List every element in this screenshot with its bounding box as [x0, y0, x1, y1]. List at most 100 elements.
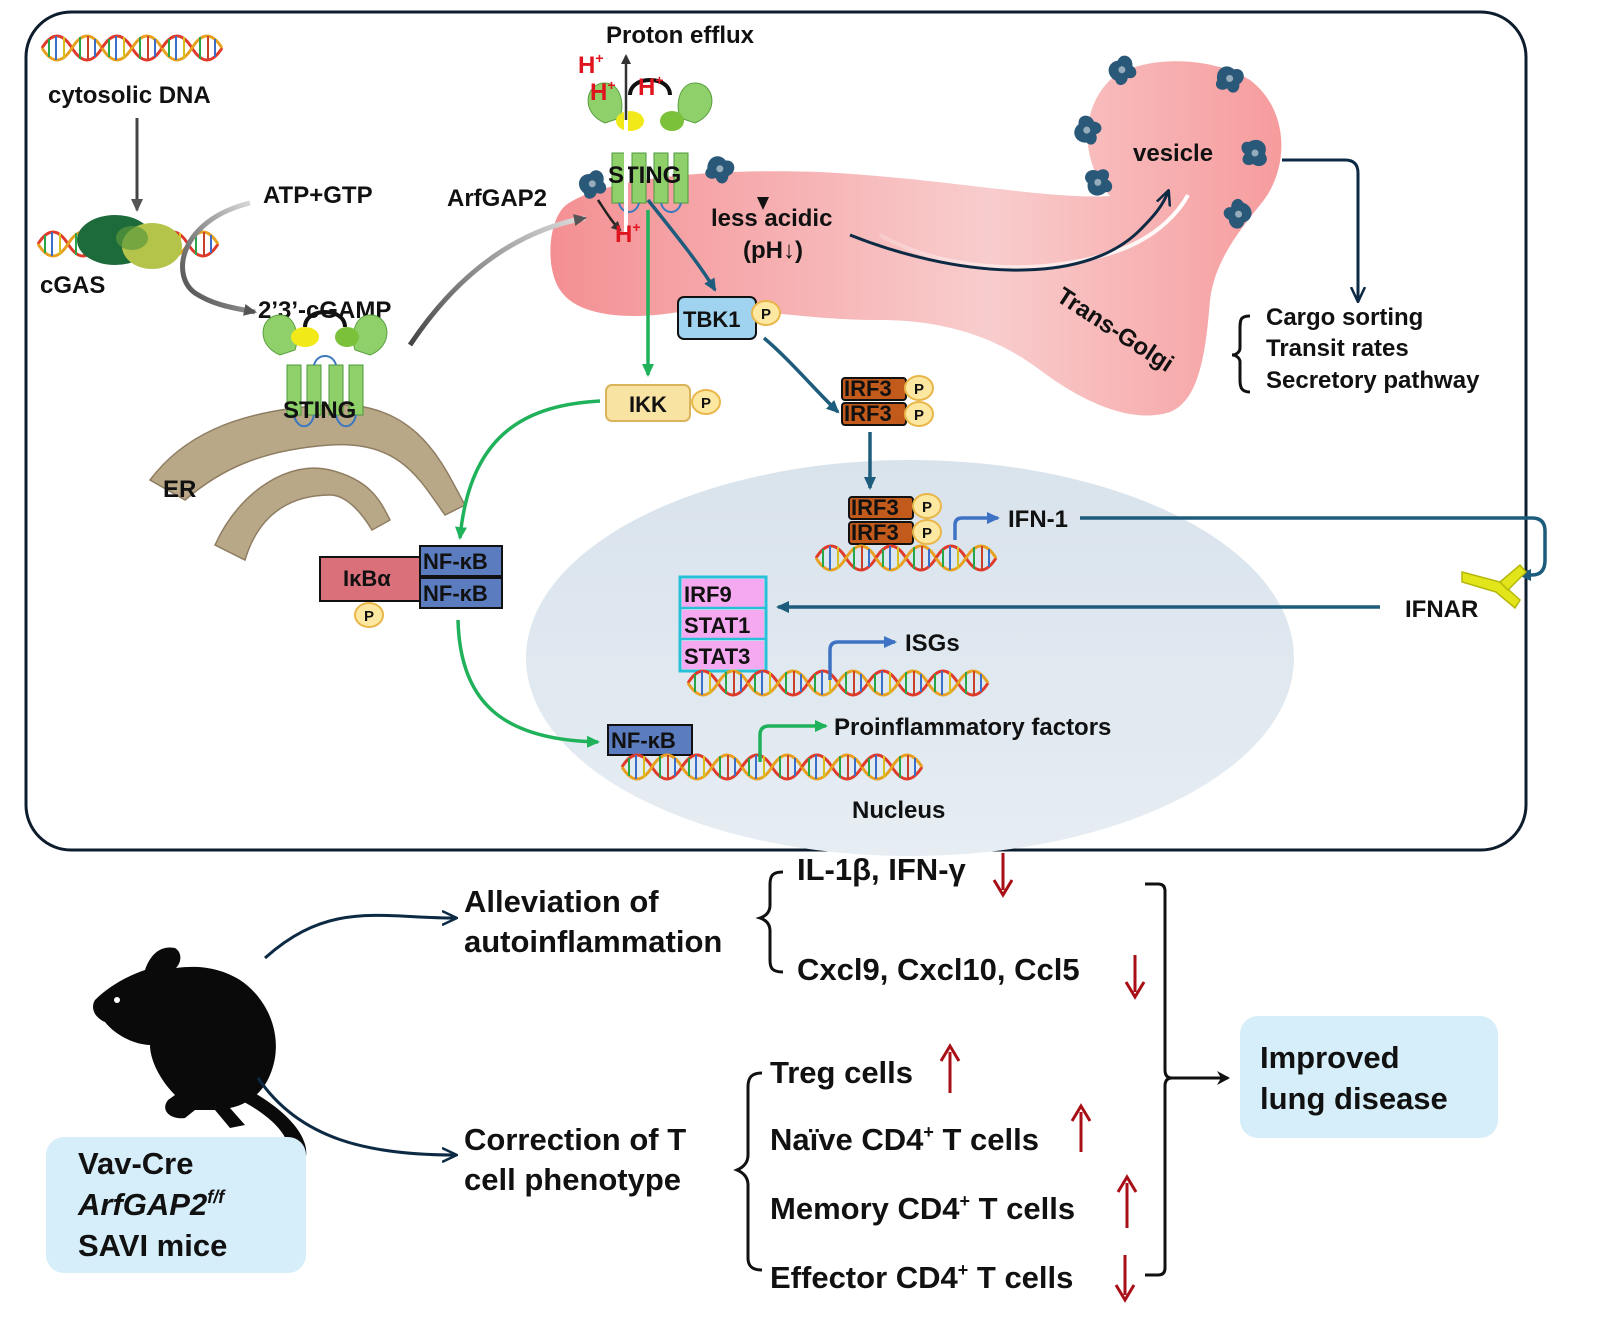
- svg-text:IRF3: IRF3: [851, 520, 899, 545]
- nfkb-nucleus-box: [607, 724, 693, 756]
- arrow-vesicle-to-cargo: [1282, 158, 1358, 300]
- svg-text:IRF3: IRF3: [844, 376, 892, 401]
- nfkb-box-2: [419, 577, 503, 609]
- svg-text:P: P: [701, 395, 711, 412]
- cargo-brace: [1231, 314, 1251, 394]
- correction-line1: Correction of T: [464, 1122, 686, 1157]
- arrow-nfkb-to-nucleus: [456, 619, 600, 748]
- phosphate-icon: P: [912, 493, 942, 519]
- sting-dimer-icon: [262, 310, 388, 428]
- arrow-to-alleviation: [264, 915, 455, 960]
- outcome-brace: [1145, 882, 1173, 1277]
- svg-text:P: P: [922, 499, 932, 516]
- er-label: ER: [163, 476, 196, 503]
- improved-line1: Improved: [1260, 1040, 1400, 1075]
- svg-text:P: P: [364, 608, 374, 625]
- phosphate-icon: P: [904, 375, 934, 401]
- treg-label: Treg cells: [770, 1055, 913, 1090]
- arrow-transcription-isgs: [828, 636, 897, 680]
- stat3-label: STAT3: [684, 644, 750, 669]
- arrow-to-vesicle: [849, 192, 1168, 272]
- nfkb-nucleus-label: NF-κB: [611, 728, 676, 753]
- cargo-sorting-label: Cargo sorting: [1266, 304, 1423, 331]
- nfkb-box-1: [419, 545, 503, 577]
- ifnar-receptor-icon: [1461, 563, 1528, 610]
- svg-text:H+: H+: [615, 219, 641, 248]
- ph-label: (pH↓): [743, 237, 803, 264]
- proinflammatory-label: Proinflammatory factors: [834, 714, 1111, 741]
- svg-text:P: P: [761, 306, 771, 323]
- arfgap2-label: ArfGAP2: [447, 185, 547, 212]
- isgf3-complex: IRF9 STAT1 STAT3: [678, 575, 768, 673]
- ifnar-label: IFNAR: [1405, 596, 1478, 623]
- phosphate-icon: P: [751, 300, 781, 326]
- arrow-tbk1-to-irf3: [762, 336, 840, 414]
- arrow-transcription-proinflammatory: [758, 720, 828, 762]
- improved-box: [1240, 1016, 1498, 1138]
- ikba-label: IκBα: [343, 566, 391, 591]
- svg-text:H+: H+: [638, 72, 664, 101]
- alleviation-line1: Alleviation of: [464, 884, 659, 919]
- proton-efflux-label: Proton efflux: [606, 22, 755, 49]
- atp-gtp-label: ATP+GTP: [263, 182, 373, 209]
- irf3-dimer-cyto: IRF3 IRF3: [841, 376, 907, 426]
- phosphate-icon: P: [354, 602, 384, 628]
- svg-text:P: P: [922, 525, 932, 542]
- irf9-label: IRF9: [684, 582, 732, 607]
- nfkb-label-2: NF-κB: [423, 581, 488, 606]
- stat1-label: STAT1: [684, 613, 750, 638]
- tbk1-label: TBK1: [683, 307, 740, 332]
- arrow-arfgap2-proton: [596, 199, 622, 232]
- svg-text:P: P: [914, 407, 924, 424]
- arrow-ikk-to-ikba: [455, 399, 601, 540]
- mouse-model-box: [46, 1137, 306, 1273]
- improved-line2: lung disease: [1260, 1081, 1448, 1116]
- arrow-atp-to-cgamp: [180, 200, 257, 316]
- phosphate-icon: P: [904, 401, 934, 427]
- irf3-dimer-nucleus: IRF3 IRF3: [848, 495, 914, 545]
- cgas-protein-icon: [77, 215, 182, 269]
- svg-text:IRF3: IRF3: [851, 495, 899, 520]
- ikk-label: IKK: [629, 392, 667, 417]
- nucleus-label: Nucleus: [852, 797, 945, 824]
- effector-label: Effector CD4+ T cells: [770, 1260, 1073, 1295]
- sting-er-label: STING: [283, 397, 356, 424]
- cytokines-label: IL-1β, IFN-γ: [797, 852, 967, 887]
- correction-line2: cell phenotype: [464, 1162, 681, 1197]
- ifn1-label: IFN-1: [1008, 506, 1068, 533]
- svg-text:H+: H+: [578, 50, 604, 79]
- cytokine-brace: [755, 870, 784, 974]
- svg-text:P: P: [914, 381, 924, 398]
- cytosolic-dna-label: cytosolic DNA: [48, 82, 211, 109]
- svg-text:IRF3: IRF3: [844, 401, 892, 426]
- isgs-label: ISGs: [905, 630, 960, 657]
- vesicle-label: vesicle: [1133, 140, 1213, 167]
- nucleus: [526, 460, 1294, 856]
- ikk-box: [605, 384, 691, 422]
- phosphate-icon: P: [912, 519, 942, 545]
- arrow-er-to-golgi: [407, 214, 587, 347]
- transit-rates-label: Transit rates: [1266, 335, 1409, 362]
- naive-label: Naïve CD4+ T cells: [770, 1122, 1039, 1157]
- nfkb-label-1: NF-κB: [423, 549, 488, 574]
- mouse-line1: Vav-Cre: [78, 1146, 193, 1181]
- mouse-line3: SAVI mice: [78, 1228, 227, 1263]
- arrow-sting-to-tbk1: [646, 198, 717, 292]
- tcell-brace: [733, 1071, 763, 1272]
- arrow-ifn1-to-ifnar: [1080, 516, 1547, 581]
- ikba-box: [319, 556, 421, 602]
- secretory-pathway-label: Secretory pathway: [1266, 367, 1480, 394]
- svg-text:H+: H+: [590, 77, 616, 106]
- arrow-transcription-ifn1: [953, 512, 1000, 540]
- phosphate-icon: P: [691, 389, 721, 415]
- alleviation-line2: autoinflammation: [464, 924, 722, 959]
- cgas-label: cGAS: [40, 272, 105, 299]
- proton-labels: H+ H+ H+ H+: [578, 50, 664, 248]
- less-acidic-label: less acidic: [711, 205, 832, 232]
- arrow-to-correction: [256, 1077, 455, 1155]
- chemokines-label: Cxcl9, Cxcl10, Ccl5: [797, 952, 1080, 987]
- mouse-line2: ArfGAP2f/f: [77, 1187, 226, 1222]
- sting-golgi-label: STING: [608, 162, 681, 189]
- memory-label: Memory CD4+ T cells: [770, 1191, 1075, 1226]
